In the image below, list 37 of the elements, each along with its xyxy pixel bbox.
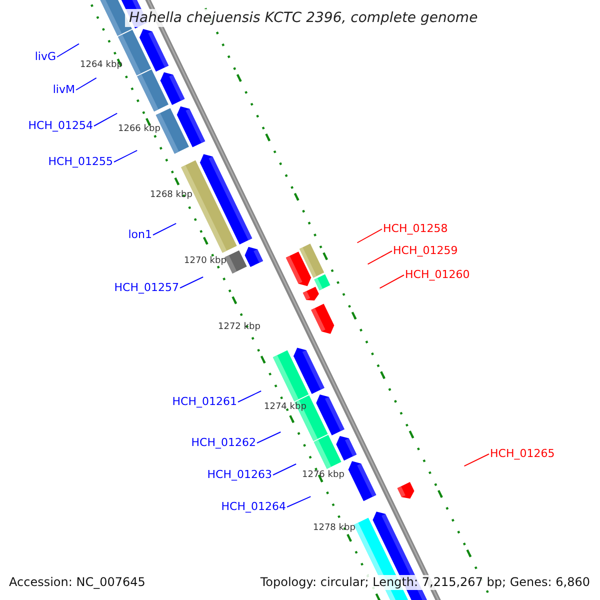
gene-label: lon1: [128, 228, 152, 242]
leader-line: [152, 222, 177, 236]
gene-label: livM: [52, 83, 75, 97]
scale-label: 1270 kbp: [184, 256, 226, 267]
leader-line: [286, 496, 312, 508]
leader-line: [180, 276, 204, 288]
footer-text: Topology: circular; Length: 7,215,267 bp; Genes: 6,860: [260, 575, 590, 590]
footer-text: Accession: NC_007645: [9, 575, 146, 590]
gene-label: HCH_01260: [405, 268, 470, 282]
gene-label: HCH_01264: [221, 500, 286, 514]
leader-line: [114, 150, 138, 162]
scale-label: 1266 kbp: [118, 124, 160, 135]
scale-label: 1272 kbp: [218, 322, 260, 333]
gene-label: HCH_01257: [114, 281, 179, 295]
gene-label: HCH_01258: [383, 222, 448, 236]
gene-label: HCH_01262: [191, 436, 256, 450]
leader-line: [272, 464, 297, 476]
leader-line: [356, 228, 382, 244]
leader-line: [464, 454, 490, 467]
scale-label: 1276 kbp: [302, 470, 344, 481]
leader-line: [94, 112, 118, 126]
gene-label: HCH_01259: [393, 244, 458, 258]
leader-line: [367, 250, 392, 265]
gene-label: HCH_01254: [28, 119, 93, 133]
scale-label: 1268 kbp: [150, 190, 192, 201]
gene-label: HCH_01265: [490, 447, 555, 461]
leader-line: [379, 274, 404, 289]
gene-label: HCH_01261: [172, 395, 237, 409]
gene-label: HCH_01263: [207, 468, 272, 482]
gene-label: livG: [34, 50, 56, 64]
scale-label: 1264 kbp: [80, 60, 122, 71]
leader-line: [256, 432, 282, 444]
scale-label: 1278 kbp: [313, 523, 356, 534]
leader-line: [76, 77, 97, 90]
leader-line: [238, 390, 262, 402]
leader-line: [56, 43, 80, 58]
gene-label: HCH_01255: [48, 155, 113, 169]
